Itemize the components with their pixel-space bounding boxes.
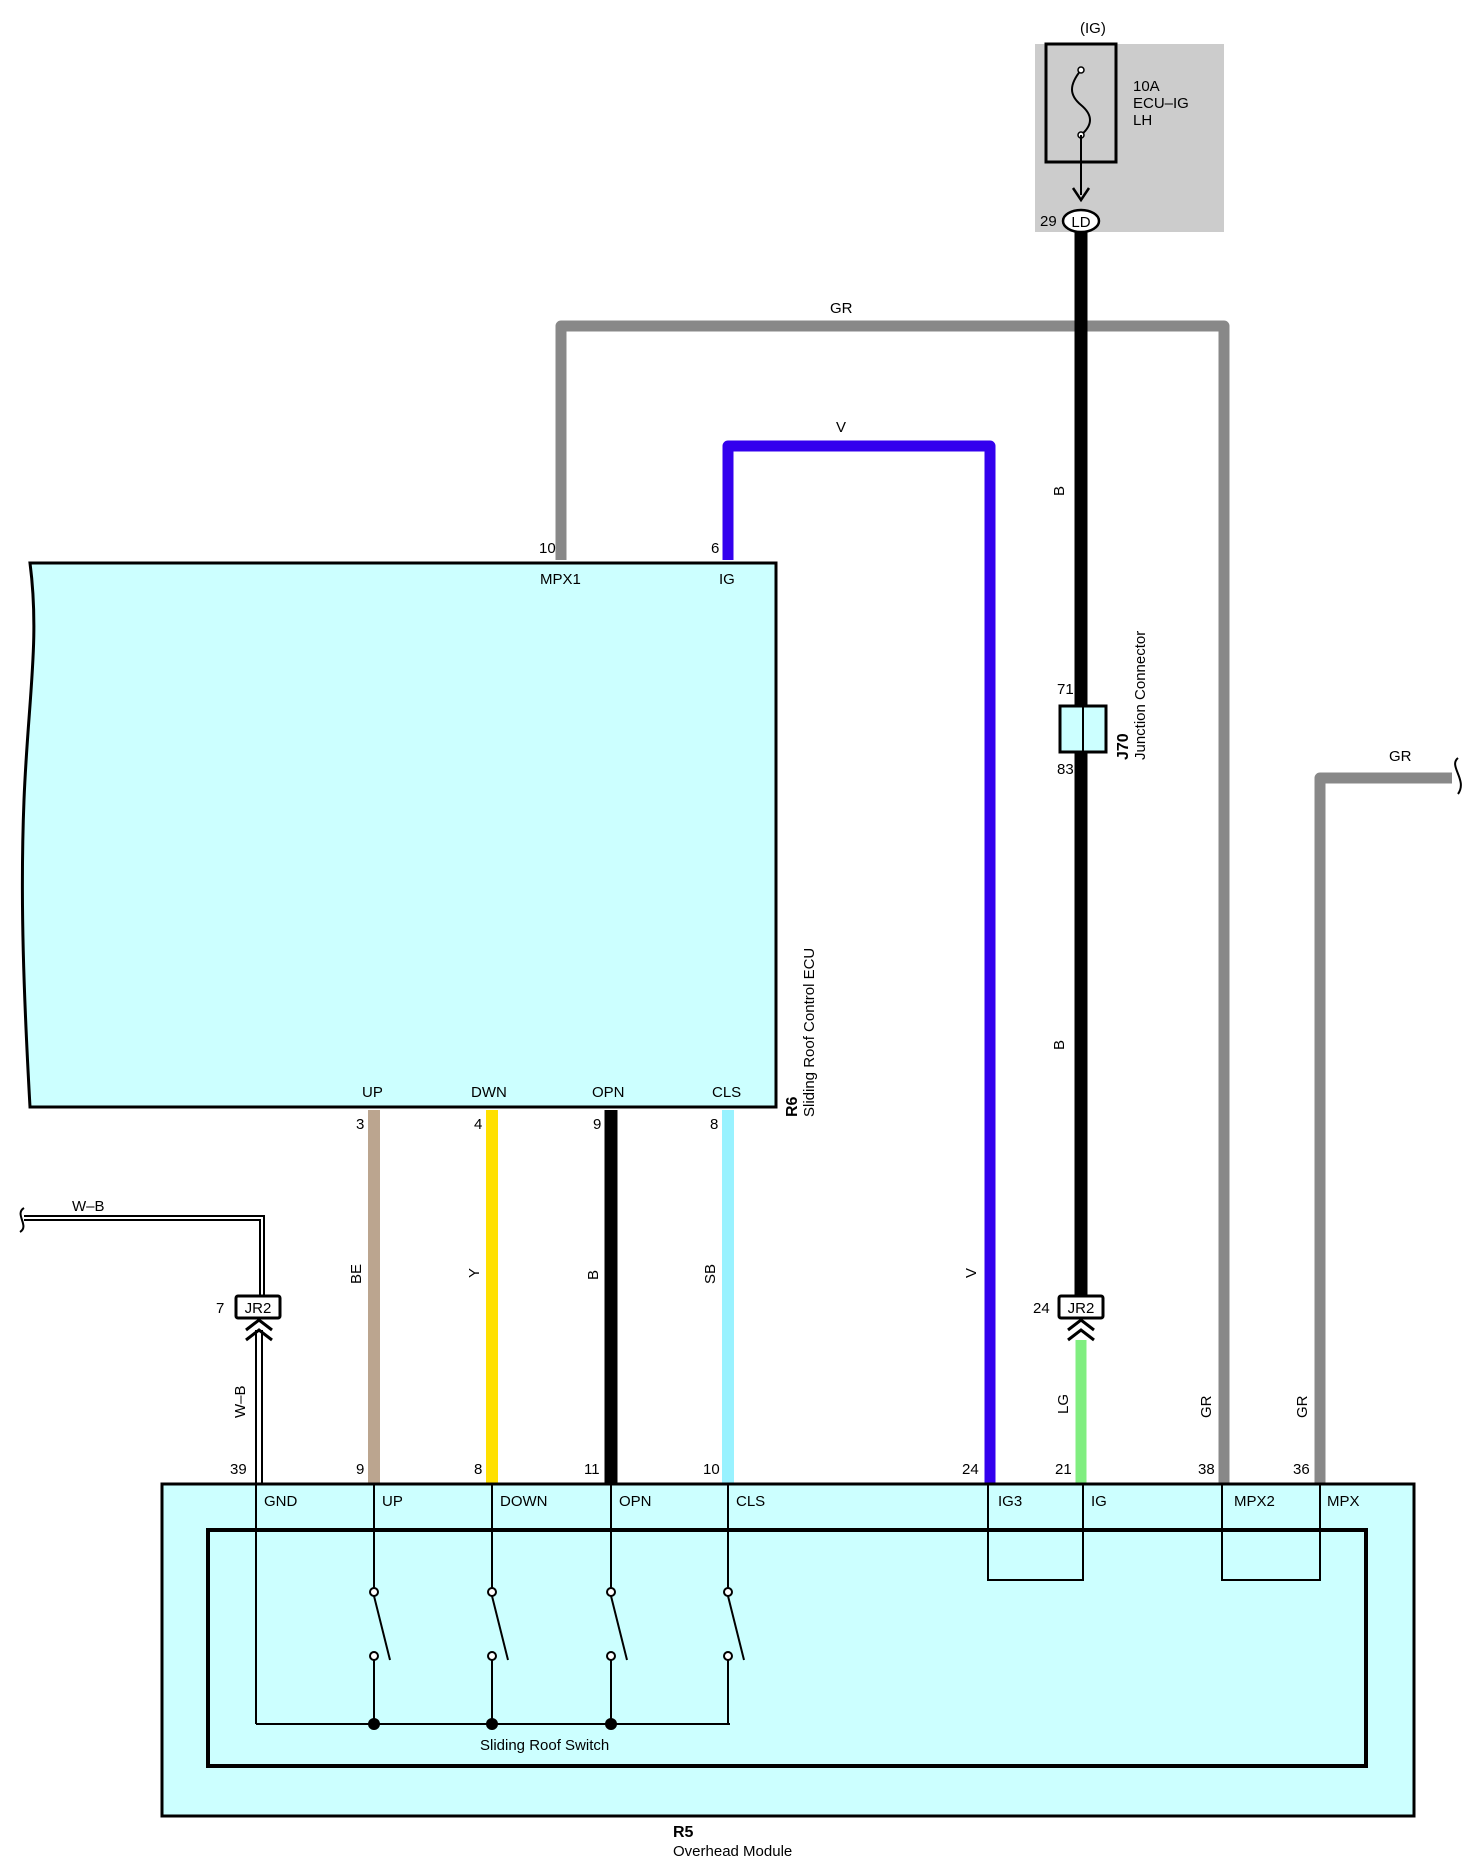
- ecu-pin-up-number: 3: [356, 1116, 364, 1133]
- fuse-name-line1: ECU–IG: [1133, 95, 1189, 112]
- junction-pin-bottom: 83: [1057, 761, 1074, 778]
- wire-v-ig: [722, 440, 996, 1484]
- jr2-left-pin: 7: [216, 1300, 224, 1317]
- module-pin-ig-label: IG: [1091, 1493, 1107, 1510]
- wire-label-b-upper: B: [1051, 486, 1068, 496]
- ecu-pin-mpx1-number: 10: [539, 540, 556, 557]
- wire-gr-mpx1-mpx2: [555, 320, 1230, 1484]
- wire-label-lg: LG: [1055, 1394, 1072, 1414]
- wire-label-gr-right: GR: [1389, 748, 1412, 765]
- junction-name: Junction Connector: [1132, 631, 1149, 760]
- jr2-right-pin: 24: [1033, 1300, 1050, 1317]
- ecu-pin-opn-label: OPN: [592, 1084, 625, 1101]
- module-name: Overhead Module: [673, 1843, 792, 1860]
- wire-break-icon: [1454, 757, 1462, 795]
- fuse-name-line2: LH: [1133, 112, 1152, 129]
- overhead-module-r5: 39 9 8 11 10 24 21 38 36 GND UP DOWN OPN…: [160, 1461, 1416, 1860]
- jr2-left-label: JR2: [245, 1300, 272, 1317]
- module-pin-ig3-number: 24: [962, 1461, 979, 1478]
- module-pin-ig3-label: IG3: [998, 1493, 1022, 1510]
- module-pin-cls-number: 10: [703, 1461, 720, 1478]
- fuse-pin-number: 29: [1040, 213, 1057, 230]
- ecu-pin-ig-label: IG: [719, 571, 735, 588]
- fuse-rating: 10A: [1133, 78, 1160, 95]
- wire-label-gr-top: GR: [830, 300, 853, 317]
- ld-connector: LD: [1061, 208, 1101, 234]
- module-pin-gnd-number: 39: [230, 1461, 247, 1478]
- switch-contacts: [369, 1587, 733, 1661]
- switch-name: Sliding Roof Switch: [480, 1737, 609, 1754]
- wire-label-gr-36: GR: [1294, 1395, 1311, 1418]
- module-pin-up-number: 9: [356, 1461, 364, 1478]
- jr2-right-connector: JR2 24: [1033, 1294, 1105, 1342]
- ecu-pin-dwn-number: 4: [474, 1116, 482, 1133]
- wire-label-v-side: V: [963, 1268, 980, 1278]
- wire-label-wb-side: W–B: [232, 1385, 249, 1418]
- ecu-pin-mpx1-label: MPX1: [540, 571, 581, 588]
- double-chevron-up-icon: [1067, 1318, 1095, 1342]
- module-pin-opn-number: 11: [584, 1461, 600, 1478]
- fuse-supply-label: (IG): [1080, 20, 1106, 37]
- fuse-icon: [1071, 69, 1091, 136]
- ecu-pin-opn-number: 9: [593, 1116, 601, 1133]
- junction-dots: [368, 1718, 617, 1730]
- wire-gr-mpx: [1314, 772, 1452, 1484]
- module-code: R5: [673, 1824, 694, 1841]
- ecu-r6: 10 MPX1 6 IG UP DWN OPN CLS 3 4 9 8 R6 S…: [20, 540, 818, 1133]
- junction-code: J70: [1115, 733, 1132, 760]
- wire-label-wb-top: W–B: [72, 1198, 105, 1215]
- ecu-pin-ig-number: 6: [711, 540, 719, 557]
- wire-label-b-lower: B: [1051, 1040, 1068, 1050]
- ld-connector-label: LD: [1071, 214, 1090, 231]
- wire-label-be: BE: [348, 1264, 365, 1284]
- wire-label-y: Y: [466, 1268, 483, 1278]
- ecu-pin-cls-label: CLS: [712, 1084, 741, 1101]
- module-pin-up-label: UP: [382, 1493, 403, 1510]
- wire-break-icon: [19, 1207, 25, 1233]
- wire-label-v-top: V: [836, 419, 846, 436]
- ecu-code: R6: [784, 1096, 801, 1117]
- wire-label-sb: SB: [702, 1264, 719, 1284]
- wire-label-b-opn: B: [585, 1270, 602, 1280]
- module-pin-opn-label: OPN: [619, 1493, 652, 1510]
- connector-arrow-icon: [1071, 187, 1091, 203]
- ecu-pin-up-label: UP: [362, 1084, 383, 1101]
- junction-pin-top: 71: [1057, 681, 1074, 698]
- junction-connector-j70: 71 83 J70 Junction Connector: [1057, 631, 1149, 778]
- module-pin-mpx-number: 36: [1293, 1461, 1310, 1478]
- jr2-right-label: JR2: [1068, 1300, 1095, 1317]
- ecu-name: Sliding Roof Control ECU: [801, 948, 818, 1117]
- jr2-left-connector: JR2 7: [216, 1294, 282, 1342]
- module-pin-mpx-label: MPX: [1327, 1493, 1360, 1510]
- module-pin-mpx2-label: MPX2: [1234, 1493, 1275, 1510]
- fuse-block: (IG) 10A ECU–IG LH 29: [1035, 20, 1224, 232]
- module-pin-down-number: 8: [474, 1461, 482, 1478]
- module-pin-ig-number: 21: [1055, 1461, 1072, 1478]
- wire-label-gr-38: GR: [1198, 1395, 1215, 1418]
- sliding-roof-switch-box: [206, 1528, 1368, 1768]
- wire-wb-ground: [19, 1207, 265, 1484]
- double-chevron-up-icon: [245, 1318, 273, 1342]
- module-pin-cls-label: CLS: [736, 1493, 765, 1510]
- module-pin-mpx2-number: 38: [1198, 1461, 1215, 1478]
- ecu-pin-cls-number: 8: [710, 1116, 718, 1133]
- module-pin-gnd-label: GND: [264, 1493, 298, 1510]
- ecu-pin-dwn-label: DWN: [471, 1084, 507, 1101]
- module-pin-down-label: DOWN: [500, 1493, 548, 1510]
